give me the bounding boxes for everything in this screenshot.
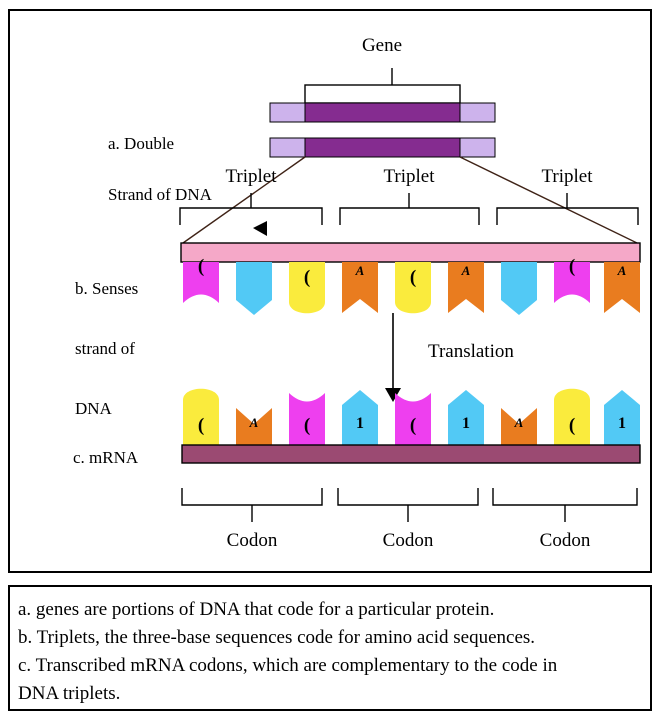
- base-shape-arch_down: [554, 262, 590, 303]
- base-shape-arch_up: [289, 393, 325, 445]
- base-shape-point_down: [236, 262, 272, 315]
- translation-label: Translation: [428, 341, 514, 362]
- codon-brackets: [181, 488, 638, 522]
- caption-line-c2: DNA triplets.: [18, 683, 121, 704]
- senses-strand-bar: [180, 242, 641, 263]
- caption-text: a. genes are portions of DNA that code f…: [18, 596, 638, 708]
- caption-panel: [8, 585, 652, 711]
- dna-label-line1: a. Double: [108, 134, 175, 153]
- base-shape-point_up: [448, 390, 484, 445]
- caption-line-b: b. Triplets, the three-base sequences co…: [18, 627, 536, 648]
- codon-label-1: Codon: [226, 530, 278, 551]
- base-shape-notch_down: [448, 262, 484, 313]
- base-shape-point_up: [604, 390, 640, 445]
- gene-region-bracket: [304, 84, 461, 104]
- zoom-line-left: [182, 156, 306, 244]
- triplet-label-3: Triplet: [541, 166, 593, 187]
- base-shape-notch_down: [342, 262, 378, 313]
- translation-arrow-icon: [385, 313, 401, 402]
- triplet-label-2: Triplet: [383, 166, 435, 187]
- senses-bases: [183, 262, 640, 315]
- base-shape-arch_down: [183, 262, 219, 303]
- mrna-bases: [183, 388, 640, 445]
- base-shape-arch_up: [395, 393, 431, 445]
- dna-label: a. Double Strand of DNA: [108, 101, 212, 237]
- dna-label-line2: Strand of DNA: [108, 185, 212, 204]
- zoom-line-right: [459, 156, 638, 244]
- mrna-label: c. mRNA: [73, 448, 139, 467]
- base-shape-dome_down: [395, 262, 431, 314]
- senses-label-line3: DNA: [75, 399, 112, 418]
- left-pointer-icon: [253, 221, 267, 236]
- base-shape-dome_up: [183, 388, 219, 445]
- dna-strand-bottom-bar: [269, 137, 496, 158]
- dna-strand-top-bar: [269, 102, 496, 123]
- gene-label: Gene: [361, 35, 403, 56]
- mrna-bar: [181, 444, 641, 464]
- senses-label-line1: b. Senses: [75, 279, 139, 298]
- caption-line-c1: c. Transcribed mRNA codons, which are co…: [18, 655, 558, 676]
- base-shape-point_up: [342, 390, 378, 445]
- base-shape-notch_up: [501, 408, 537, 445]
- base-shape-notch_up: [236, 408, 272, 445]
- triplet-label-1: Triplet: [225, 166, 277, 187]
- codon-label-3: Codon: [539, 530, 591, 551]
- senses-label: b. Senses strand of DNA: [75, 239, 138, 459]
- base-shape-point_down: [501, 262, 537, 315]
- senses-label-line2: strand of: [75, 339, 135, 358]
- caption-line-a: a. genes are portions of DNA that code f…: [18, 599, 495, 620]
- codon-label-2: Codon: [382, 530, 434, 551]
- base-shape-dome_down: [289, 262, 325, 314]
- base-shape-dome_up: [554, 388, 590, 445]
- triplet-brackets: [179, 193, 639, 225]
- base-shape-notch_down: [604, 262, 640, 313]
